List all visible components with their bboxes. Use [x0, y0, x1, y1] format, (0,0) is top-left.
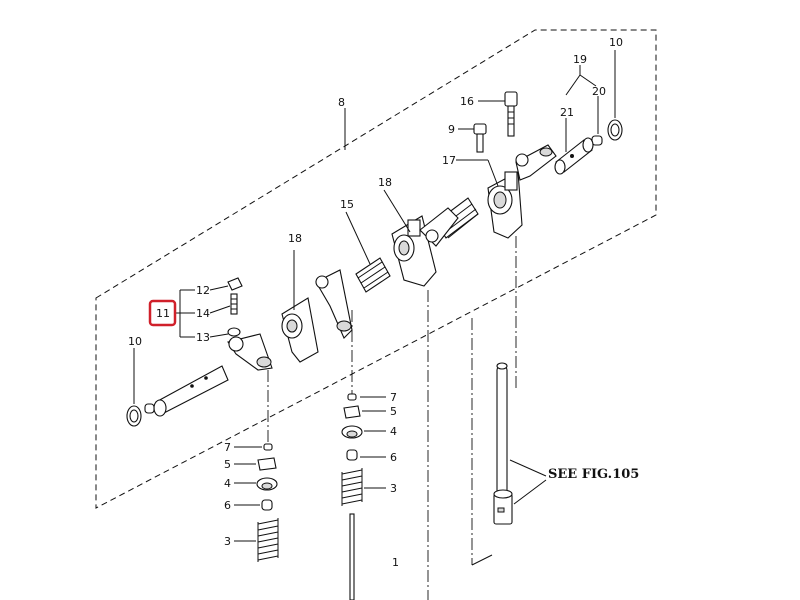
valve-spring-mid [341, 468, 363, 506]
end-support-bracket [487, 171, 523, 239]
rocker-arm-center [419, 207, 459, 247]
label-14: 14 [196, 307, 210, 320]
label-1: 1 [392, 556, 399, 569]
valve-cotter-mid [347, 393, 357, 401]
valve-seal-left [261, 499, 273, 511]
rocker-shaft-long [153, 365, 229, 417]
label-10-left: 10 [128, 335, 142, 348]
label-15: 15 [340, 198, 354, 211]
snap-ring-right [607, 119, 623, 141]
snap-ring-left [126, 405, 142, 427]
label-7-left: 7 [224, 441, 231, 454]
label-11[interactable]: 11 [156, 307, 170, 320]
tappet [493, 489, 513, 525]
center-lines [267, 236, 517, 600]
valve-seal-mid [346, 449, 358, 461]
valve-spring-left [257, 518, 279, 562]
label-5-left: 5 [224, 458, 231, 471]
label-4-left: 4 [224, 477, 231, 490]
short-bolt [473, 123, 487, 153]
label-3-left: 3 [224, 535, 231, 548]
label-19: 19 [573, 53, 587, 66]
label-3-mid: 3 [390, 482, 397, 495]
label-7-mid: 7 [390, 391, 397, 404]
left-support-bracket [281, 297, 319, 363]
label-6-mid: 6 [390, 451, 397, 464]
label-18-right: 18 [378, 176, 392, 189]
adjuster-pad [227, 327, 241, 337]
label-12: 12 [196, 284, 210, 297]
highlight-box[interactable] [148, 299, 177, 327]
label-20: 20 [592, 85, 606, 98]
label-18-left: 18 [288, 232, 302, 245]
rocker-arm-left-center [315, 269, 353, 339]
label-16: 16 [460, 95, 474, 108]
label-6-left: 6 [224, 499, 231, 512]
spring-retainer-left [256, 477, 278, 491]
valve-cotter-left [263, 443, 273, 451]
rocker-arm-left [227, 333, 273, 371]
adjuster-nut [227, 277, 243, 291]
push-rod [496, 362, 508, 495]
rocker-shaft-short [554, 137, 594, 175]
valve-keeper-mid [343, 405, 361, 419]
label-5-mid: 5 [390, 405, 397, 418]
spring-retainer-mid [341, 425, 363, 439]
label-17: 17 [442, 154, 456, 167]
label-9: 9 [448, 123, 455, 136]
adjuster-screw [230, 293, 238, 315]
label-13: 13 [196, 331, 210, 344]
long-bolt [504, 91, 518, 137]
reference-see-fig: SEE FIG.105 [548, 467, 639, 482]
rocker-arm-right [515, 144, 557, 181]
plug-left [144, 403, 155, 414]
label-8: 8 [338, 96, 345, 109]
plug [591, 135, 603, 146]
valve-stem [349, 513, 355, 600]
valve-keeper-left [257, 457, 277, 471]
label-4-mid: 4 [390, 425, 397, 438]
rocker-spring [355, 257, 391, 293]
label-21: 21 [560, 106, 574, 119]
label-10-right: 10 [609, 36, 623, 49]
